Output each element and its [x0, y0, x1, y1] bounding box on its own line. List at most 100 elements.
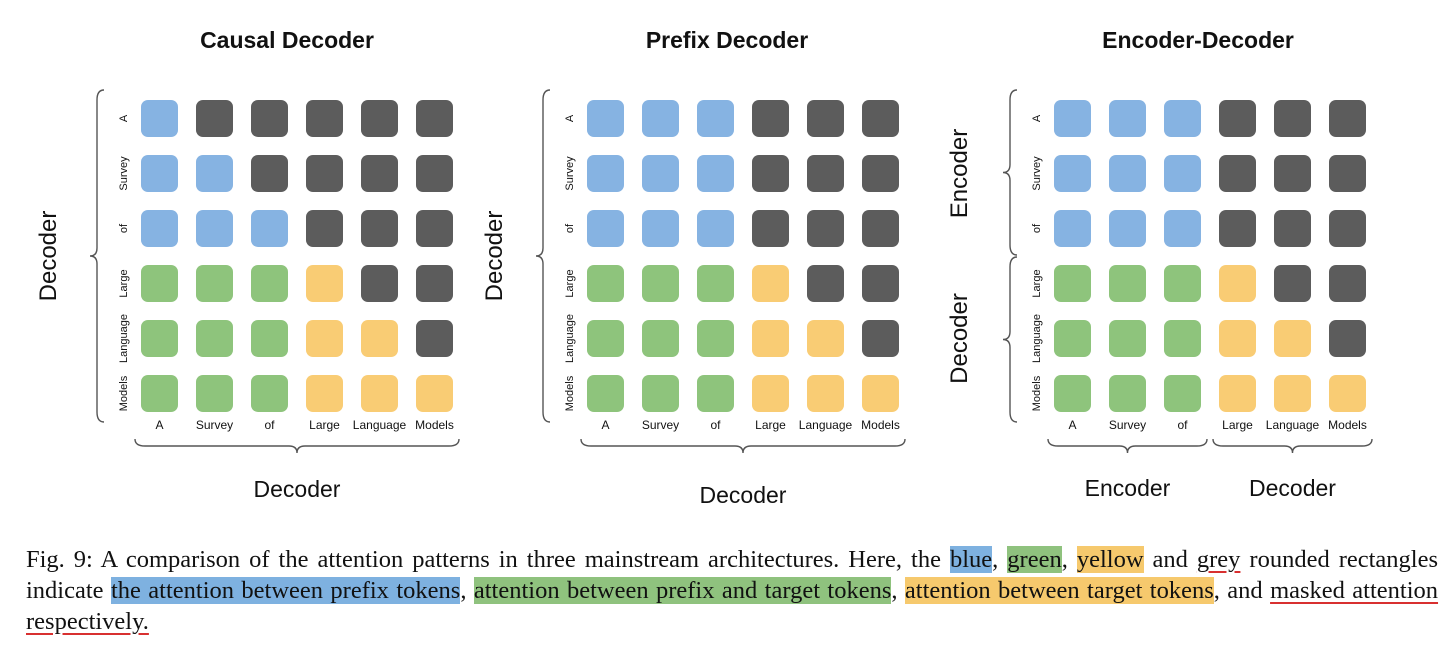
- attention-cell: [1329, 320, 1366, 357]
- caption-grey-description: masked attention respectively.: [26, 577, 1439, 635]
- attention-cell: [587, 155, 624, 192]
- attention-cell: [807, 320, 844, 357]
- attention-cell: [697, 265, 734, 302]
- attention-cell: [141, 100, 178, 137]
- column-token-label: Language: [1266, 418, 1320, 432]
- caption-blue-description: the attention between prefix tokens: [110, 577, 461, 604]
- attention-cell: [251, 265, 288, 302]
- attention-cell: [251, 100, 288, 137]
- attention-cell: [306, 155, 343, 192]
- attention-cell: [1329, 155, 1366, 192]
- attention-cell: [1329, 100, 1366, 137]
- left-axis-label: Decoder: [35, 211, 62, 302]
- attention-cell: [251, 155, 288, 192]
- attention-cell: [697, 100, 734, 137]
- attention-cell: [1109, 210, 1146, 247]
- attention-cell: [196, 265, 233, 302]
- attention-cell: [1274, 320, 1311, 357]
- column-token-label: Models: [415, 418, 454, 432]
- attention-cell: [1329, 265, 1366, 302]
- attention-cell: [1054, 155, 1091, 192]
- attention-cell: [1274, 155, 1311, 192]
- column-token-label: of: [710, 418, 721, 432]
- attention-cell: [1054, 320, 1091, 357]
- row-token-label: Survey: [118, 156, 130, 191]
- bottom-brace-encoder: [1047, 438, 1208, 454]
- attention-cell: [1164, 320, 1201, 357]
- attention-cell: [361, 155, 398, 192]
- column-token-label: Language: [799, 418, 853, 432]
- column-token-label: Language: [353, 418, 407, 432]
- attention-cell: [1219, 375, 1256, 412]
- panel-title: Encoder-Decoder: [1102, 27, 1294, 53]
- column-token-label: Survey: [196, 418, 233, 432]
- attention-cell: [1164, 265, 1201, 302]
- bottom-axis-label-decoder: Decoder: [1249, 475, 1336, 501]
- attention-cell: [752, 100, 789, 137]
- attention-cell: [251, 210, 288, 247]
- attention-cell: [416, 100, 453, 137]
- attention-cell: [587, 320, 624, 357]
- attention-cell: [807, 100, 844, 137]
- row-token-label: Models: [564, 375, 576, 411]
- attention-cell: [807, 265, 844, 302]
- attention-cell: [642, 155, 679, 192]
- row-token-label: A: [1031, 114, 1043, 122]
- left-brace-top: [1002, 89, 1018, 256]
- column-token-label: A: [1068, 418, 1076, 432]
- attention-cell: [752, 155, 789, 192]
- row-token-label: Language: [564, 314, 576, 363]
- attention-cell: [1219, 265, 1256, 302]
- left-axis-label-encoder: Encoder: [946, 129, 973, 218]
- attention-cell: [141, 210, 178, 247]
- attention-cell: [1054, 375, 1091, 412]
- row-token-label: A: [118, 114, 130, 122]
- caption-grey-word: grey: [1196, 546, 1241, 573]
- attention-cell: [196, 210, 233, 247]
- attention-cell: [1329, 210, 1366, 247]
- attention-cell: [697, 155, 734, 192]
- attention-cell: [1109, 100, 1146, 137]
- row-token-label: Language: [1031, 314, 1043, 363]
- attention-cell: [1274, 375, 1311, 412]
- attention-cell: [697, 210, 734, 247]
- attention-cell: [862, 320, 899, 357]
- attention-cell: [251, 375, 288, 412]
- caption-text: Fig. 9: A comparison of the attention pa…: [26, 546, 950, 573]
- attention-cell: [1219, 100, 1256, 137]
- attention-patterns-figure: Causal DecoderASurveyofLargeLanguageMode…: [35, 27, 1373, 508]
- column-token-label: A: [601, 418, 609, 432]
- caption-blue-word: blue: [949, 546, 993, 573]
- attention-cell: [587, 100, 624, 137]
- attention-cell: [306, 320, 343, 357]
- bottom-axis-label: Decoder: [254, 476, 341, 502]
- attention-cell: [862, 155, 899, 192]
- column-token-label: Large: [755, 418, 786, 432]
- attention-cell: [251, 320, 288, 357]
- attention-cell: [416, 210, 453, 247]
- attention-cell: [1219, 320, 1256, 357]
- caption-green-word: green: [1007, 546, 1062, 573]
- left-brace: [89, 89, 105, 423]
- row-token-label: Models: [1031, 375, 1043, 411]
- row-token-label: Language: [118, 314, 130, 363]
- attention-cell: [697, 375, 734, 412]
- attention-cell: [361, 210, 398, 247]
- attention-cell: [752, 320, 789, 357]
- attention-cell: [1274, 100, 1311, 137]
- left-axis-label: Decoder: [481, 211, 508, 302]
- left-brace-bottom: [1002, 256, 1018, 423]
- left-brace: [535, 89, 551, 423]
- attention-cell: [587, 265, 624, 302]
- attention-cell: [141, 375, 178, 412]
- attention-cell: [361, 375, 398, 412]
- attention-cell: [1054, 100, 1091, 137]
- attention-cell: [1109, 265, 1146, 302]
- attention-cell: [416, 265, 453, 302]
- row-token-label: A: [564, 114, 576, 122]
- row-token-label: of: [1031, 223, 1043, 233]
- attention-cell: [416, 375, 453, 412]
- caption-yellow-word: yellow: [1076, 546, 1144, 573]
- attention-cell: [141, 265, 178, 302]
- attention-cell: [1109, 375, 1146, 412]
